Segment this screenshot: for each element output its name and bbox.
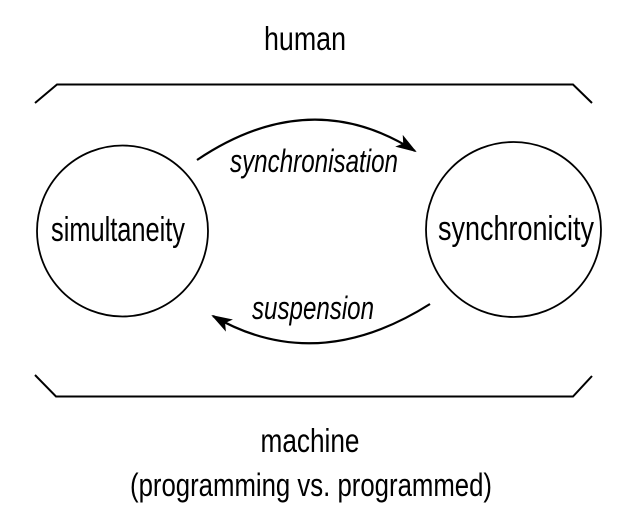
human-zone-label: human <box>264 20 346 57</box>
bottom-bracket <box>34 374 593 398</box>
top-bracket <box>34 83 593 104</box>
simultaneity-node-circle <box>36 144 209 318</box>
synchronisation-arrow-label: synchronisation <box>230 143 398 179</box>
suspension-arrow <box>211 303 431 345</box>
synchronicity-node-label: synchronicity <box>438 210 594 248</box>
machine-zone-label: machine <box>261 422 360 459</box>
synchronicity-node-circle <box>425 141 602 318</box>
machine-zone-sublabel: (programming vs. programmed) <box>130 467 492 503</box>
synchronisation-arrow <box>196 118 417 161</box>
suspension-arrow-label: suspension <box>252 290 374 326</box>
simultaneity-node-label: simultaneity <box>51 211 185 249</box>
